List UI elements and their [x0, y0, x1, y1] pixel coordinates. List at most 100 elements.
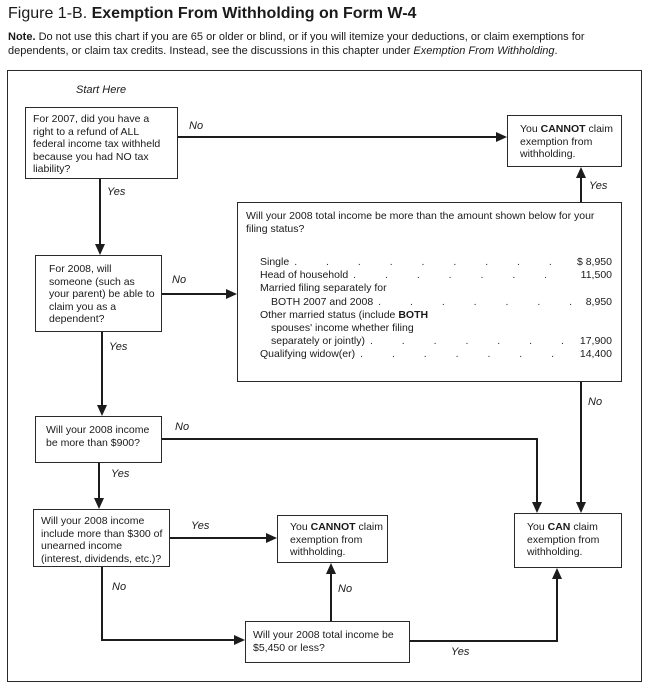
flow-line: [162, 438, 538, 440]
cannot-post: claim exemption from withholding.: [520, 123, 613, 161]
dot-leader: . . . . . . . . . . . . . . . . . . . . …: [360, 348, 574, 361]
arrowhead-down-icon: [97, 405, 107, 416]
flow-line: [170, 537, 266, 539]
edge-label-total5450-no: No: [338, 583, 353, 595]
arrowhead-down-icon: [532, 502, 542, 513]
income-row-label: separately or jointly): [271, 335, 365, 348]
edge-label-unearned-yes: Yes: [191, 520, 210, 532]
note-label: Note.: [8, 31, 36, 43]
box-unearned-300-text: Will your 2008 income include more than …: [41, 515, 163, 565]
flow-line: [580, 382, 582, 502]
edge-label-dependent-yes: Yes: [109, 341, 128, 353]
flow-line: [162, 293, 226, 295]
cannot-emphasis: CANNOT: [310, 521, 356, 533]
start-here-label: Start Here: [76, 84, 127, 96]
income-row-label: Qualifying widow(er): [260, 348, 356, 361]
box-income-900: Will your 2008 income be more than $900?: [35, 416, 162, 463]
edge-label-refund-no: No: [189, 120, 204, 132]
arrowhead-right-icon: [226, 289, 237, 299]
edge-label-income900-yes: Yes: [111, 468, 130, 480]
income-table-row: Single. . . . . . . . . . . . . . . . . …: [260, 256, 612, 269]
flow-line: [330, 574, 332, 621]
edge-label-income900-no: No: [175, 421, 190, 433]
income-table-rows: Single. . . . . . . . . . . . . . . . . …: [238, 256, 621, 362]
income-row-amount: 14,400: [579, 348, 612, 361]
box-cannot-claim-mid: You CANNOT claim exemption from withhold…: [277, 515, 388, 563]
income-table-row: Head of household. . . . . . . . . . . .…: [260, 269, 612, 282]
figure-title: Figure 1-B. Exemption From Withholding o…: [8, 5, 416, 23]
note-suffix: .: [554, 44, 558, 57]
dot-leader: . . . . . . . . . . . . . . . . . . . . …: [369, 335, 574, 348]
can-pre: You: [527, 521, 545, 533]
income-row-amount: 8,950: [585, 295, 612, 308]
arrowhead-right-icon: [234, 635, 245, 645]
note-body: Do not use this chart if you are 65 or o…: [8, 31, 585, 57]
income-row-amount: $ 8,950: [576, 256, 612, 268]
income-table-row: separately or jointly) . . . . . . . . . …: [260, 335, 612, 348]
flow-line: [99, 179, 101, 244]
flow-line: [101, 332, 103, 405]
figure-number: Figure 1-B.: [8, 5, 88, 22]
can-emphasis: CAN: [547, 521, 571, 533]
cannot-pre: You: [520, 123, 538, 135]
edge-label-total5450-yes: Yes: [451, 646, 470, 658]
filing-status-question: Will your 2008 total income be more than…: [246, 210, 595, 235]
dot-leader: . . . . . . . . . . . . . . . . . . . . …: [378, 295, 580, 308]
box-total-5450-text: Will your 2008 total income be $5,450 or…: [253, 629, 394, 654]
box-unearned-300: Will your 2008 income include more than …: [33, 509, 170, 567]
note-text: Note. Do not use this chart if you are 6…: [8, 31, 641, 58]
arrowhead-up-icon: [326, 563, 336, 574]
arrowhead-up-icon: [576, 167, 586, 178]
flow-line: [580, 178, 582, 202]
box-can-claim: You CAN claim exemption from withholding…: [514, 513, 622, 568]
cannot-pre: You: [290, 521, 308, 533]
arrowhead-down-icon: [94, 498, 104, 509]
income-row-amount: 11,500: [580, 269, 612, 282]
income-table-row: Qualifying widow(er) . . . . . . . . . . …: [260, 348, 612, 361]
income-row-label: BOTH 2007 and 2008: [271, 295, 374, 308]
arrowhead-right-icon: [496, 132, 507, 142]
box-refund-2007-text: For 2007, did you have a right to a refu…: [33, 113, 161, 176]
flow-line: [410, 640, 558, 642]
income-row-label: spouses' income whether filing: [271, 322, 414, 335]
box-dependent-2008-text: For 2008, will someone (such as your par…: [49, 263, 155, 326]
income-table-row: Other married status (include BOTH: [260, 309, 612, 322]
arrowhead-up-icon: [552, 568, 562, 579]
income-table-row: spouses' income whether filing: [260, 322, 612, 335]
box-total-5450: Will your 2008 total income be $5,450 or…: [245, 621, 410, 663]
cannot-emphasis: CANNOT: [540, 123, 586, 135]
box-cannot-claim-top: You CANNOT claim exemption from withhold…: [507, 115, 622, 167]
flow-line: [101, 567, 103, 641]
box-refund-2007: For 2007, did you have a right to a refu…: [25, 107, 178, 179]
cannot-post: claim exemption from withholding.: [290, 521, 383, 559]
edge-label-unearned-no: No: [112, 581, 127, 593]
box-income-900-text: Will your 2008 income be more than $900?: [46, 424, 150, 449]
income-row-label: Married filing separately for: [260, 282, 387, 295]
income-table-row: BOTH 2007 and 2008 . . . . . . . . . . . …: [260, 296, 612, 309]
income-table-row: Married filing separately for: [260, 282, 612, 295]
arrowhead-down-icon: [576, 502, 586, 513]
flow-line: [98, 463, 100, 498]
flow-line: [178, 136, 496, 138]
arrowhead-right-icon: [266, 533, 277, 543]
figure-title-text: Exemption From Withholding on Form W-4: [91, 5, 417, 22]
arrowhead-down-icon: [95, 244, 105, 255]
income-row-amount: 17,900: [579, 335, 612, 348]
edge-label-filing-no: No: [588, 396, 603, 408]
box-filing-status-amounts: Will your 2008 total income be more than…: [237, 202, 622, 382]
flow-line: [101, 639, 234, 641]
note-italic-reference: Exemption From Withholding: [413, 44, 555, 57]
can-post: claim exemption from withholding.: [527, 521, 600, 559]
edge-label-dependent-no: No: [172, 274, 187, 286]
dot-leader: . . . . . . . . . . . . . . . . . . . . …: [294, 256, 571, 268]
dot-leader: . . . . . . . . . . . . . . . . . . . . …: [353, 269, 575, 282]
box-dependent-2008: For 2008, will someone (such as your par…: [35, 255, 162, 332]
chart-border: [7, 70, 642, 682]
edge-label-refund-yes: Yes: [107, 186, 126, 198]
flow-line: [556, 579, 558, 642]
edge-label-filing-yes: Yes: [589, 180, 608, 192]
income-row-label-bold: BOTH: [398, 308, 429, 321]
income-row-label: Other married status (include BOTH: [260, 308, 429, 321]
flow-line: [536, 438, 538, 502]
